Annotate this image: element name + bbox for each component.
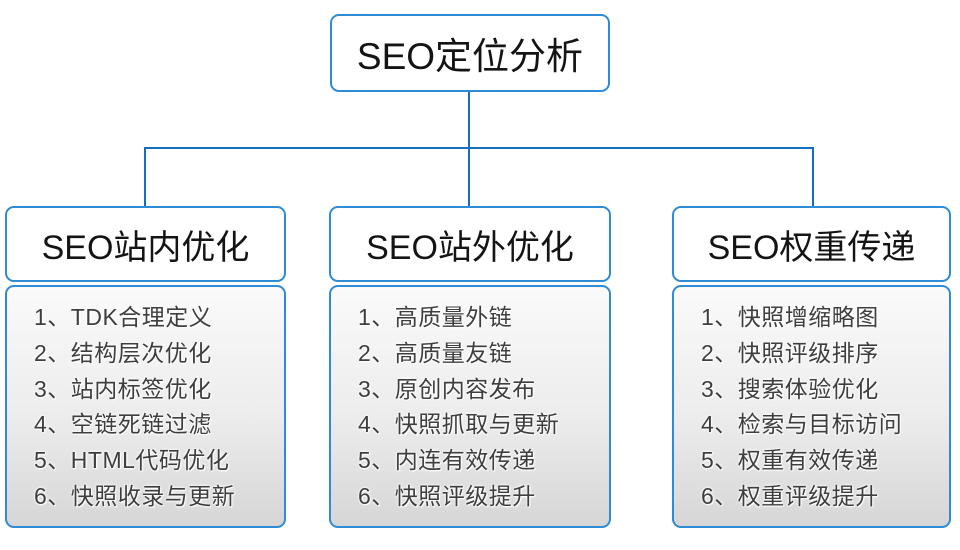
connector-left-vertical: [144, 147, 146, 206]
list-item: 4、空链死链过滤: [34, 411, 212, 438]
list-weight-transfer: 1、快照增缩略图 2、快照评级排序 3、搜索体验优化 4、检索与目标访问 5、权…: [672, 285, 951, 528]
list-item: 6、快照评级提升: [358, 482, 536, 509]
list-item: 6、快照收录与更新: [34, 482, 236, 509]
list-item: 3、站内标签优化: [34, 375, 212, 402]
column-title: SEO站内优化: [41, 228, 250, 267]
column-title: SEO权重传递: [707, 228, 916, 267]
list-item: 2、快照评级排序: [701, 339, 879, 366]
list-item: 3、搜索体验优化: [701, 375, 879, 402]
list-item: 5、内连有效传递: [358, 447, 536, 474]
list-item: 3、原创内容发布: [358, 375, 536, 402]
list-item: 2、高质量友链: [358, 339, 513, 366]
list-onsite-optimization: 1、TDK合理定义 2、结构层次优化 3、站内标签优化 4、空链死链过滤 5、H…: [5, 285, 286, 528]
node-onsite-optimization: SEO站内优化: [5, 206, 286, 282]
connector-horizontal: [144, 147, 814, 149]
list-offsite-optimization: 1、高质量外链 2、高质量友链 3、原创内容发布 4、快照抓取与更新 5、内连有…: [329, 285, 611, 528]
root-title: SEO定位分析: [356, 36, 584, 77]
list-item: 1、快照增缩略图: [701, 304, 879, 330]
node-root-seo-positioning: SEO定位分析: [330, 14, 610, 92]
column-title: SEO站外优化: [366, 228, 574, 267]
node-weight-transfer: SEO权重传递: [672, 206, 951, 282]
connector-right-vertical: [812, 147, 814, 206]
list-item: 2、结构层次优化: [34, 339, 212, 366]
list-item: 5、权重有效传递: [701, 447, 879, 474]
connector-root-vertical: [468, 92, 470, 206]
list-item: 4、检索与目标访问: [701, 411, 903, 438]
list-item: 1、高质量外链: [358, 304, 513, 330]
list-item: 1、TDK合理定义: [34, 304, 213, 330]
list-item: 5、HTML代码优化: [34, 447, 230, 474]
node-offsite-optimization: SEO站外优化: [329, 206, 611, 282]
list-item: 6、权重评级提升: [701, 482, 879, 509]
list-item: 4、快照抓取与更新: [358, 411, 560, 438]
